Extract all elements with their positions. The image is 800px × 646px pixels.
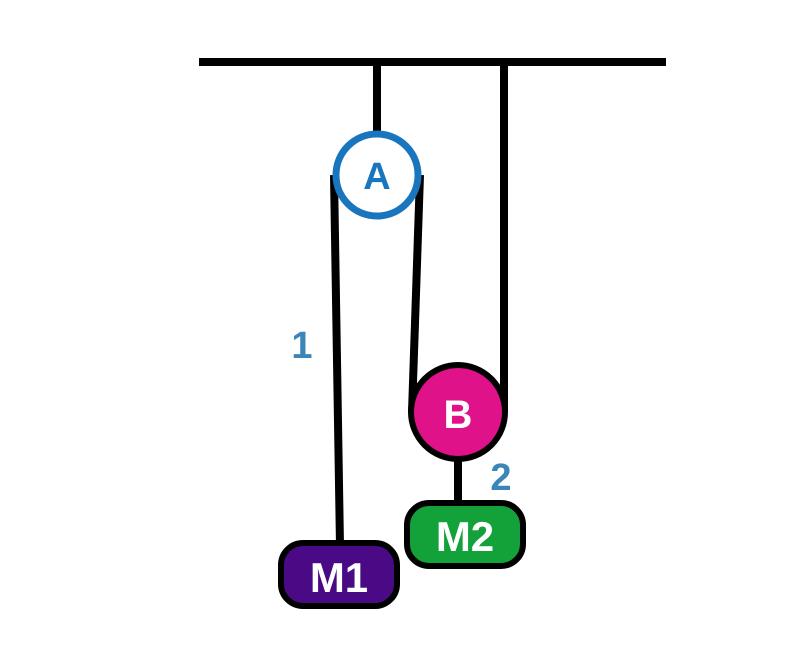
mass-m1: M1 bbox=[278, 540, 400, 609]
pulley-a: A bbox=[332, 130, 422, 220]
mass-m2: M2 bbox=[404, 500, 526, 569]
rope-1-label: 1 bbox=[291, 325, 312, 367]
pulley-b: B bbox=[408, 362, 508, 462]
mass-m1-block bbox=[278, 540, 400, 609]
pulley-b-label: B bbox=[444, 393, 473, 437]
pulley-a-wheel bbox=[332, 130, 422, 220]
rope-1 bbox=[330, 174, 344, 547]
mass-m2-label: M2 bbox=[436, 513, 494, 560]
pulley-a-label: A bbox=[363, 156, 390, 198]
rope-2-label: 2 bbox=[490, 457, 511, 499]
mass-m2-block bbox=[404, 500, 526, 569]
mass-m1-label: M1 bbox=[310, 554, 368, 601]
pulley-b-wheel bbox=[408, 362, 508, 462]
pulley-a-to-pulley-b-rope bbox=[408, 174, 424, 413]
